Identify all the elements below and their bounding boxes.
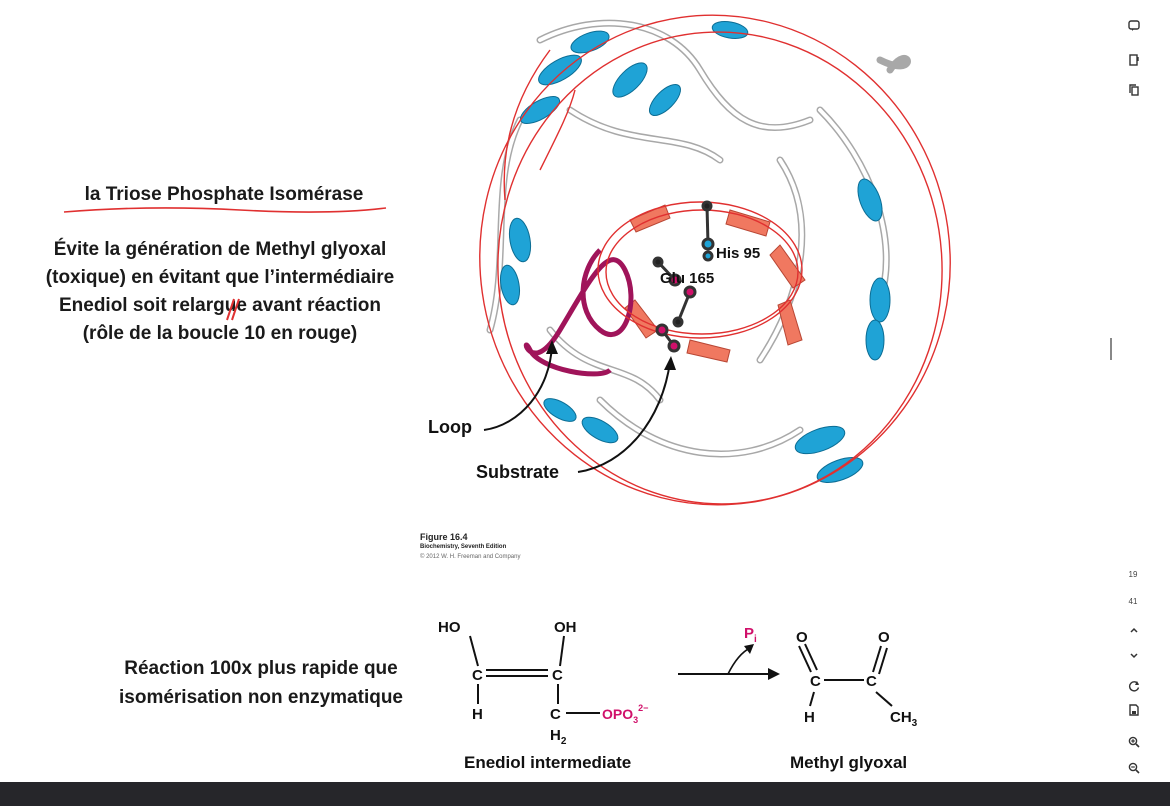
description-line-1: Évite la génération de Methyl glyoxal — [53, 239, 387, 260]
enediol-name: Enediol intermediate — [464, 753, 631, 772]
glyoxal-name: Methyl glyoxal — [790, 753, 907, 772]
refresh-icon[interactable] — [1126, 678, 1142, 694]
figure-copyright: © 2012 W. H. Freeman and Company — [420, 554, 521, 560]
alpha-helices — [499, 21, 891, 483]
protein-backbone — [486, 19, 911, 458]
h2-label: H2 — [550, 727, 567, 747]
h-label: H — [472, 706, 483, 723]
c4-label: C — [810, 673, 821, 690]
pi-release-arrow — [727, 647, 751, 675]
active-site-residues — [652, 200, 715, 353]
chat-icon[interactable] — [1126, 18, 1142, 34]
title-text: la Triose Phosphate Isomérase — [84, 184, 364, 205]
zoom-out-icon[interactable] — [1126, 760, 1142, 776]
chevron-up-icon[interactable] — [1126, 622, 1142, 638]
copy-icon[interactable] — [1126, 82, 1142, 98]
label-arrows — [483, 344, 671, 473]
opo3-label: OPO32− — [602, 703, 648, 725]
glyoxal-bonds — [798, 643, 893, 707]
loop-label: Loop — [428, 417, 472, 437]
ho-label: HO — [438, 619, 461, 636]
figure-caption: Figure 16.4 Biochemistry, Seventh Editio… — [420, 532, 520, 562]
description-line-4: (rôle de la boucle 10 en rouge) — [82, 323, 358, 344]
reaction-note-line-1: Réaction 100x plus rapide que — [124, 658, 398, 679]
title-underline-annotation — [63, 207, 387, 213]
oh-label: OH — [554, 619, 577, 636]
pi-label: Pi — [744, 625, 757, 645]
annotation-circles — [479, 14, 951, 506]
c5-label: C — [866, 673, 877, 690]
c1-label: C — [472, 667, 483, 684]
bottom-bar — [0, 782, 1170, 806]
scroll-indicator[interactable] — [1110, 338, 1112, 360]
enediol-bonds — [469, 635, 600, 714]
c2-label: C — [552, 667, 563, 684]
glu-165-label: Glu 165 — [660, 270, 714, 287]
viewer-sidebar — [1112, 0, 1170, 782]
chevron-down-icon[interactable] — [1126, 648, 1142, 664]
c3-label: C — [550, 706, 561, 723]
protein-structure-figure: His 95 Glu 165 Loop Substrate — [428, 14, 951, 506]
reaction-arrow-head — [768, 668, 780, 680]
o1-label: O — [796, 629, 808, 646]
ch3-label: CH3 — [890, 709, 918, 729]
figure-book: Biochemistry, Seventh Edition — [420, 544, 507, 550]
protein-backbone-inner — [488, 21, 889, 456]
reaction-note-line-2: isomérisation non enzymatique — [119, 687, 403, 708]
save-icon[interactable] — [1126, 702, 1142, 718]
figure-number: Figure 16.4 — [420, 532, 468, 542]
strike-annotation — [226, 298, 240, 321]
description-line-2: (toxique) en évitant que l’intermédiaire — [45, 267, 395, 288]
arrow-heads — [546, 340, 676, 370]
beta-sheets — [624, 204, 806, 363]
his-95-label: His 95 — [716, 245, 760, 262]
zoom-in-icon[interactable] — [1126, 734, 1142, 750]
page-current: 19 — [1128, 570, 1138, 579]
page-total: 41 — [1128, 597, 1138, 606]
reaction-note: Réaction 100x plus rapide que isomérisat… — [96, 654, 426, 712]
reaction-scheme: HO OH C C H C H2 OPO32− Enediol intermed… — [438, 619, 918, 772]
o2-label: O — [878, 629, 890, 646]
slide: la Triose Phosphate Isomérase Évite la g… — [18, 14, 951, 772]
slide-title: la Triose Phosphate Isomérase — [62, 184, 386, 206]
substrate-label: Substrate — [476, 462, 559, 482]
slide-description: Évite la génération de Methyl glyoxal (t… — [18, 236, 422, 348]
description-line-3: Enediol soit relargue avant réaction — [58, 295, 382, 316]
bookmark-icon[interactable] — [1126, 52, 1142, 68]
h-right-label: H — [804, 709, 815, 726]
